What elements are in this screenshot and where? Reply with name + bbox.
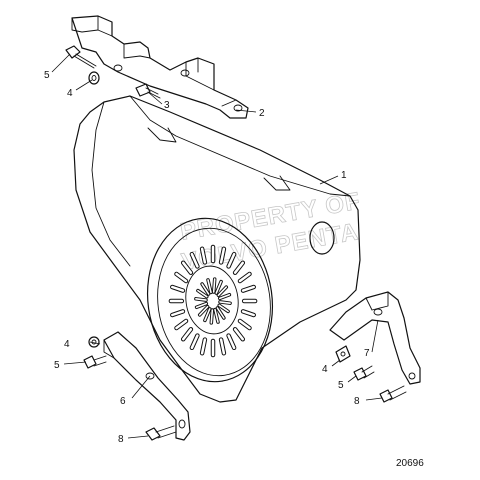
- fan-slot-inner: [233, 261, 245, 274]
- washer-part-4-upper: [88, 71, 100, 85]
- fan-hub-slot-inner: [207, 279, 212, 294]
- screw-part-5-right: [353, 365, 375, 381]
- fan-slot-inner: [238, 319, 251, 330]
- fan-slot-inner: [171, 310, 185, 317]
- fan-slot-inner: [190, 334, 199, 350]
- screw-part-5-upper: [65, 45, 97, 69]
- fan-hub-slot-inner: [219, 301, 231, 305]
- fan-slot-inner: [227, 252, 236, 268]
- fan-slot-inner: [171, 285, 185, 292]
- fan-inner-slots: [194, 277, 232, 325]
- callout-5-upper: 5: [44, 70, 50, 81]
- fan-hub-slot-inner: [195, 297, 207, 301]
- fan-hub-slot-inner: [201, 283, 210, 295]
- fan-slot-inner: [241, 285, 255, 292]
- fan-slot-inner: [219, 338, 226, 355]
- fan-hub-slot-inner: [210, 309, 214, 324]
- fan-slot-inner: [181, 328, 193, 341]
- fan-slot-inner: [200, 247, 207, 264]
- fan-slot-inner: [181, 261, 193, 274]
- reference-number: 20696: [396, 458, 424, 469]
- bolt-part-3: [135, 83, 161, 99]
- callout-6: 6: [120, 396, 126, 407]
- callout-3: 3: [164, 100, 170, 111]
- fan-hub-slot-inner: [215, 280, 222, 294]
- right-bracket: [329, 291, 421, 385]
- fan-slot-inner: [238, 272, 251, 283]
- callouts: 5 4 3 2 1 4 5 6 8 4 5 7 8: [44, 70, 370, 445]
- callout-1: 1: [341, 170, 347, 181]
- fan-slots: [168, 244, 258, 358]
- fan-hub-slot-inner: [204, 308, 211, 322]
- fan-slot-inner: [190, 252, 199, 268]
- washer-part-4-right: [335, 345, 351, 363]
- callout-5-right: 5: [338, 380, 344, 391]
- screw-part-8-left: [145, 425, 177, 441]
- callout-2: 2: [259, 108, 265, 119]
- callout-8-right: 8: [354, 396, 360, 407]
- callout-4-left: 4: [64, 339, 70, 350]
- upper-bracket: [71, 15, 249, 119]
- fan-slot-inner: [175, 319, 188, 330]
- callout-5-left: 5: [54, 360, 60, 371]
- fan-slot-inner: [219, 247, 226, 264]
- screw-part-8-right: [379, 385, 407, 403]
- callout-7: 7: [364, 348, 370, 359]
- fan-slot-inner: [233, 328, 245, 341]
- lower-left-bracket: [103, 331, 191, 441]
- fan-slot-inner: [241, 310, 255, 317]
- fan-grille: [146, 217, 274, 383]
- leader-lines: [51, 53, 383, 439]
- fan-hub-slot-inner: [197, 289, 208, 298]
- fan-hub-slot-inner: [212, 278, 216, 293]
- main-cover: [73, 95, 361, 403]
- fan-hub-slot-inner: [198, 305, 209, 316]
- fan-hub-slot-inner: [218, 293, 231, 300]
- callout-4-upper: 4: [67, 88, 73, 99]
- fan-slot-inner: [227, 334, 236, 350]
- fan-slot-inner: [200, 338, 207, 355]
- fan-hub-slot-inner: [217, 286, 228, 297]
- fan-hub-slot-inner: [216, 307, 225, 319]
- fan-hub-slot-inner: [195, 302, 208, 309]
- callout-8-left: 8: [118, 434, 124, 445]
- fan-hub-slot-inner: [218, 304, 229, 313]
- screw-part-5-left: [83, 355, 107, 369]
- fan-slot-inner: [175, 272, 188, 283]
- callout-4-right: 4: [322, 364, 328, 375]
- fan-hub-slot-inner: [214, 308, 219, 323]
